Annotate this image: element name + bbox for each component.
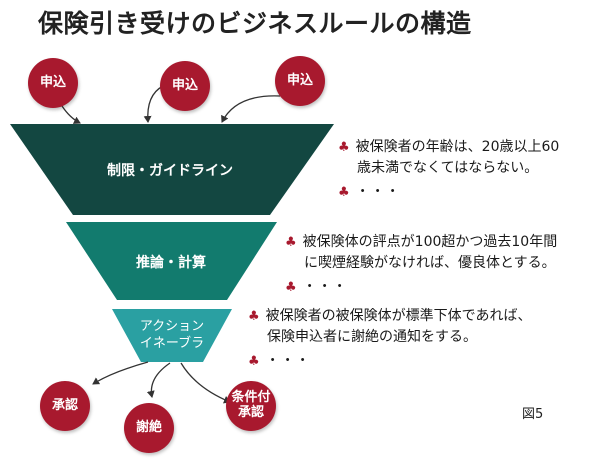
page-title: 保険引き受けのビジネスルールの構造: [38, 9, 472, 38]
club-bullet-icon: ♣: [285, 235, 297, 250]
note-action-line1: 被保険者の被保険体が標準下体であれば、: [265, 308, 532, 324]
note-constraints-line2: 歳未満でなくてはならない。: [357, 160, 539, 176]
note-action-more: ・・・: [265, 353, 311, 369]
outcome-conditional-line1: 条件付: [231, 390, 271, 406]
note-constraints-more: ・・・: [355, 184, 401, 200]
output-arrow-conditional: [180, 362, 231, 404]
outcome-approve-label: 承認: [51, 397, 78, 413]
outcome-conditional-approve: 条件付 承認: [226, 381, 276, 431]
outcome-approve: 承認: [40, 381, 90, 431]
output-arrow-decline: [146, 362, 171, 398]
club-bullet-icon: ♣: [338, 185, 350, 200]
layer-label-action: アクション イネーブラ: [122, 318, 222, 352]
funnel-layer-constraints: [10, 124, 334, 215]
layer-label-inference: 推論・計算: [136, 255, 206, 271]
funnel-layer-inference: [66, 222, 277, 300]
input-label-2: 申込: [171, 77, 198, 93]
layer-label-action-line2: イネーブラ: [139, 336, 205, 351]
note-constraints: ♣ 被保険者の年齢は、20歳以上60 歳未満でなくてはならない。 ♣ ・・・: [338, 137, 559, 203]
input-circle-3: 申込: [275, 56, 325, 106]
input-arrow-3: [221, 95, 281, 123]
outcome-decline-label: 謝絶: [135, 419, 162, 435]
input-arrow-1: [61, 105, 81, 124]
outcome-conditional-line2: 承認: [237, 405, 264, 420]
funnel-layer-action: [112, 309, 232, 362]
input-label-1: 申込: [39, 74, 66, 90]
input-circle-1: 申込: [28, 58, 78, 108]
note-inference: ♣ 被保険体の評点が100超かつ過去10年間 に喫煙経験がなければ、優良体とする。…: [285, 232, 557, 298]
input-circle-2: 申込: [160, 61, 210, 111]
note-inference-line2: に喫煙経験がなければ、優良体とする。: [304, 255, 556, 271]
note-inference-line1: 被保険体の評点が100超かつ過去10年間: [302, 234, 558, 250]
note-inference-more: ・・・: [302, 279, 348, 295]
outcome-decline: 謝絶: [124, 403, 174, 453]
layer-label-action-line1: アクション: [139, 319, 205, 334]
note-action: ♣ 被保険者の被保険体が標準下体であれば、 保険申込者に謝絶の通知をする。 ♣ ・・…: [248, 306, 532, 372]
note-constraints-line1: 被保険者の年齢は、20歳以上60: [355, 139, 560, 155]
club-bullet-icon: ♣: [248, 354, 260, 369]
output-arrow-approve: [92, 361, 149, 385]
club-bullet-icon: ♣: [248, 309, 260, 324]
club-bullet-icon: ♣: [285, 280, 297, 295]
club-bullet-icon: ♣: [338, 140, 350, 155]
note-action-line2: 保険申込者に謝絶の通知をする。: [267, 329, 477, 345]
layer-label-constraints: 制限・ガイドライン: [107, 163, 233, 179]
figure-label: 図5: [522, 407, 544, 422]
input-label-3: 申込: [286, 72, 313, 88]
